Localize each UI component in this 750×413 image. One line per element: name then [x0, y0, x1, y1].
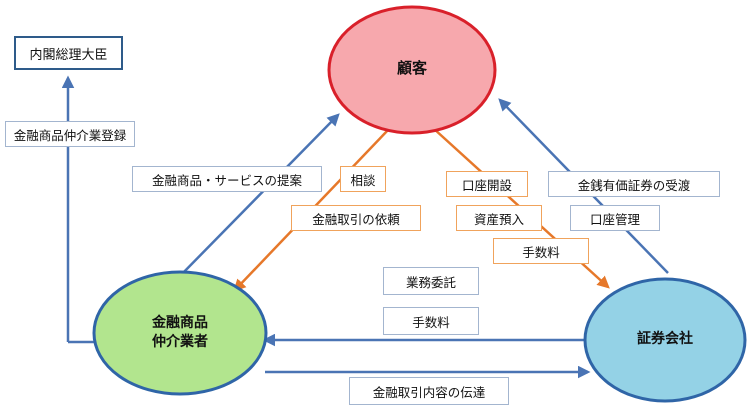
arrow-proposal: [177, 113, 340, 279]
customer-node: [327, 5, 497, 135]
securities-node: [583, 277, 747, 403]
fee-broker-label: 手数料: [383, 307, 479, 335]
custody-label: 金銭有価証券の受渡: [548, 171, 720, 197]
registration-label: 金融商品仲介業登録: [5, 121, 135, 147]
broker-label-line1: 金融商品: [152, 315, 208, 331]
account-management-label: 口座管理: [570, 205, 660, 231]
securities-label: 証券会社: [637, 331, 693, 347]
request-label: 金融取引の依頼: [291, 205, 421, 231]
broker-label: 金融商品 仲介業者: [120, 314, 240, 352]
fee-customer-label: 手数料: [493, 238, 589, 264]
broker-node: [92, 270, 268, 396]
consultation-label: 相談: [340, 166, 386, 192]
deposit-label: 資産預入: [456, 205, 542, 231]
account-opening-label: 口座開設: [446, 171, 528, 197]
outsourcing-label: 業務委託: [383, 267, 479, 295]
transmission-label: 金融取引内容の伝達: [349, 377, 509, 405]
broker-label-line2: 仲介業者: [152, 333, 208, 350]
customer-label: 顧客: [396, 59, 427, 77]
proposal-label: 金融商品・サービスの提案: [132, 166, 322, 192]
prime-minister-box: 内閣総理大臣: [14, 36, 123, 70]
